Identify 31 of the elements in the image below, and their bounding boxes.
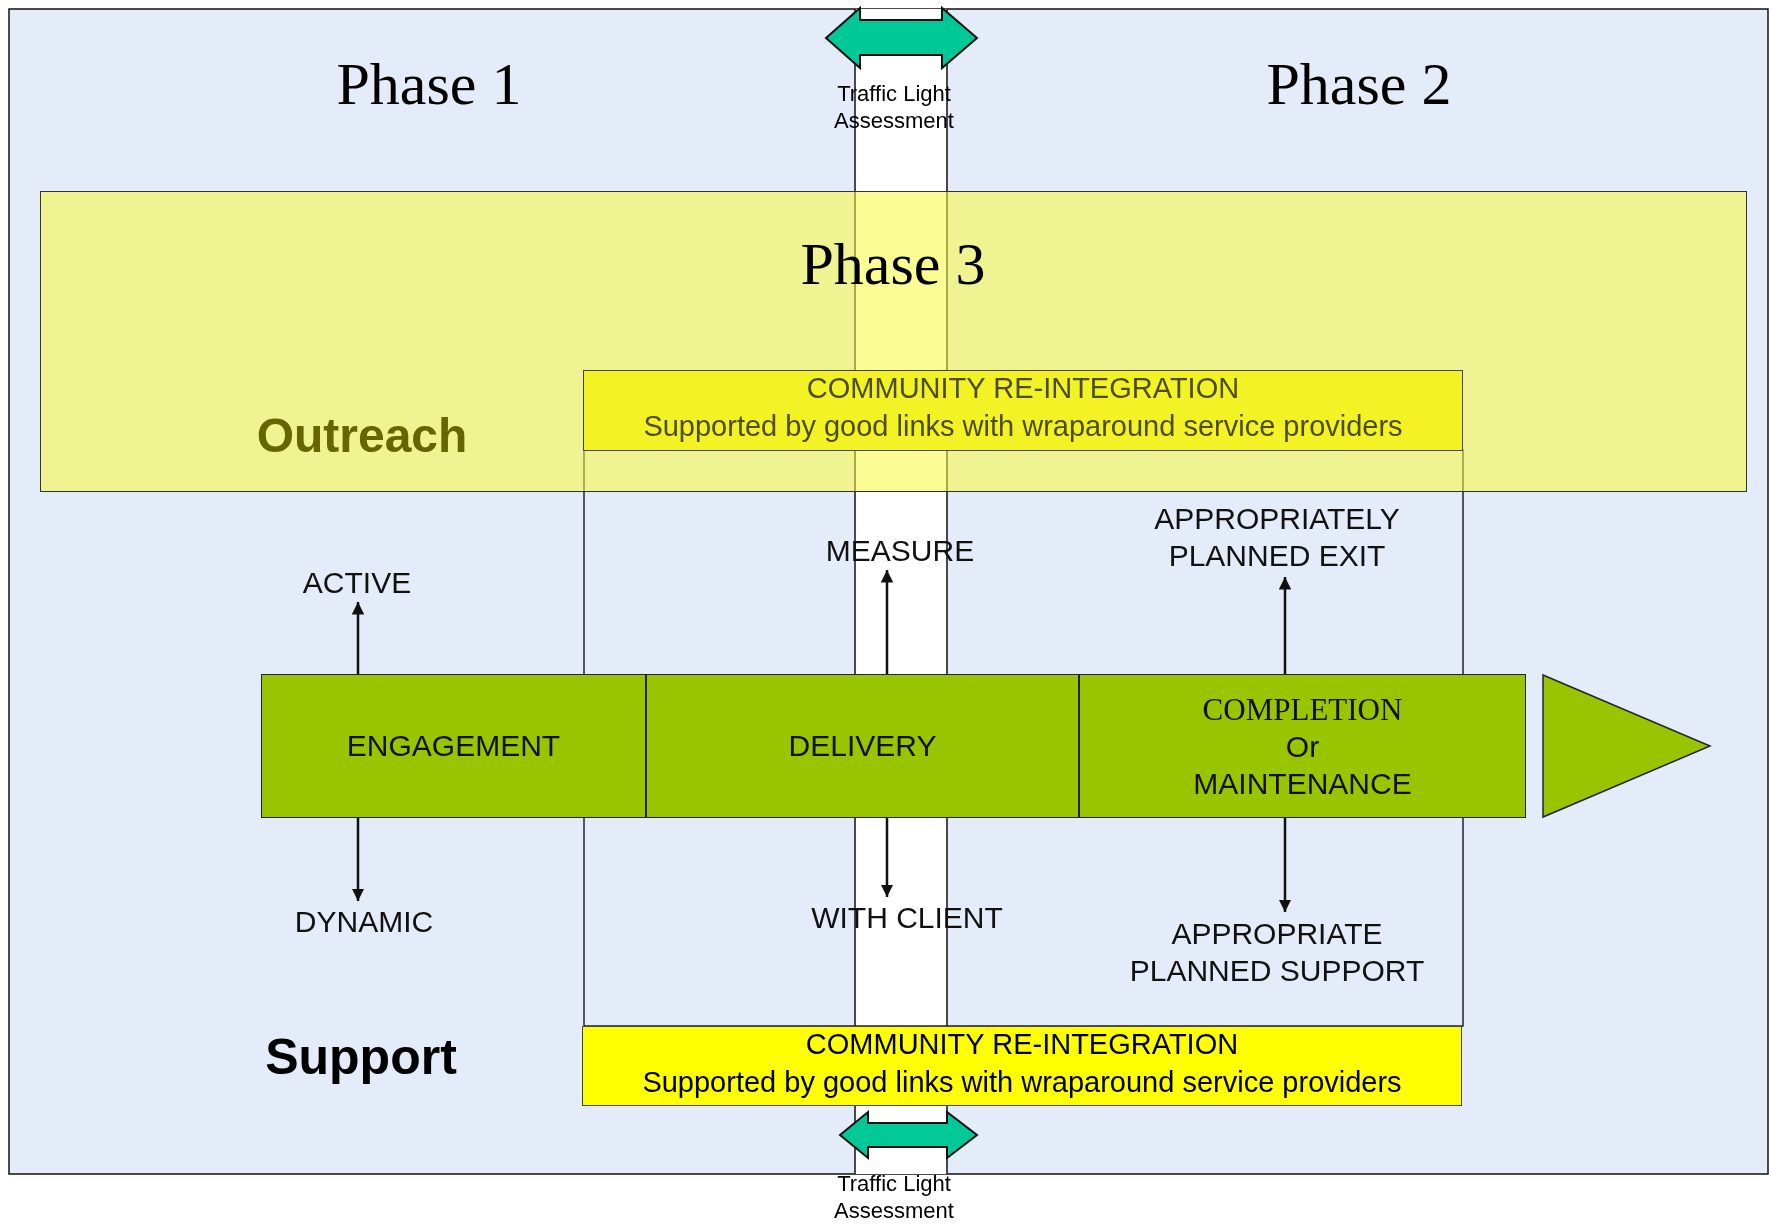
stage-label: Or: [1285, 728, 1320, 765]
section-heading: Support: [264, 1028, 458, 1086]
stage-label: DELIVERY: [788, 729, 937, 763]
stage-segment: [1079, 674, 1526, 818]
outcome-label: APPROPRIATELY PLANNED EXIT: [1153, 501, 1401, 574]
stage-segment: [261, 674, 646, 818]
stage-segment: [646, 674, 1079, 818]
outcome-label: ACTIVE: [302, 564, 412, 601]
arrow: [351, 818, 365, 901]
phase-heading: Phase 3: [799, 230, 987, 299]
box-heading: COMMUNITY RE-INTEGRATION: [804, 1028, 1240, 1061]
stage-label: MAINTENANCE: [1193, 765, 1412, 802]
box-description: Supported by good links with wraparound service providers: [642, 410, 1404, 443]
phase-band: [40, 191, 1747, 492]
integration-box: [583, 370, 1463, 451]
box-description: Supported by good links with wraparound service providers: [641, 1066, 1403, 1099]
arrow: [351, 602, 365, 674]
phase-heading: Phase 1: [335, 50, 523, 119]
outcome-label: APPROPRIATE PLANNED SUPPORT: [1128, 916, 1426, 989]
phase-heading: Phase 2: [1265, 50, 1453, 119]
arrow: [1278, 577, 1292, 674]
arrow: [880, 570, 894, 674]
assessment-label: Traffic Light Assessment: [833, 1170, 955, 1224]
integration-box: [582, 1026, 1462, 1106]
stage-label: COMPLETION: [1202, 690, 1403, 728]
stage-label: ENGAGEMENT: [346, 729, 561, 763]
outcome-label: DYNAMIC: [294, 903, 434, 940]
section-heading: Outreach: [255, 408, 469, 463]
box-heading: COMMUNITY RE-INTEGRATION: [805, 372, 1241, 405]
arrow: [1278, 818, 1292, 912]
arrow: [880, 818, 894, 897]
